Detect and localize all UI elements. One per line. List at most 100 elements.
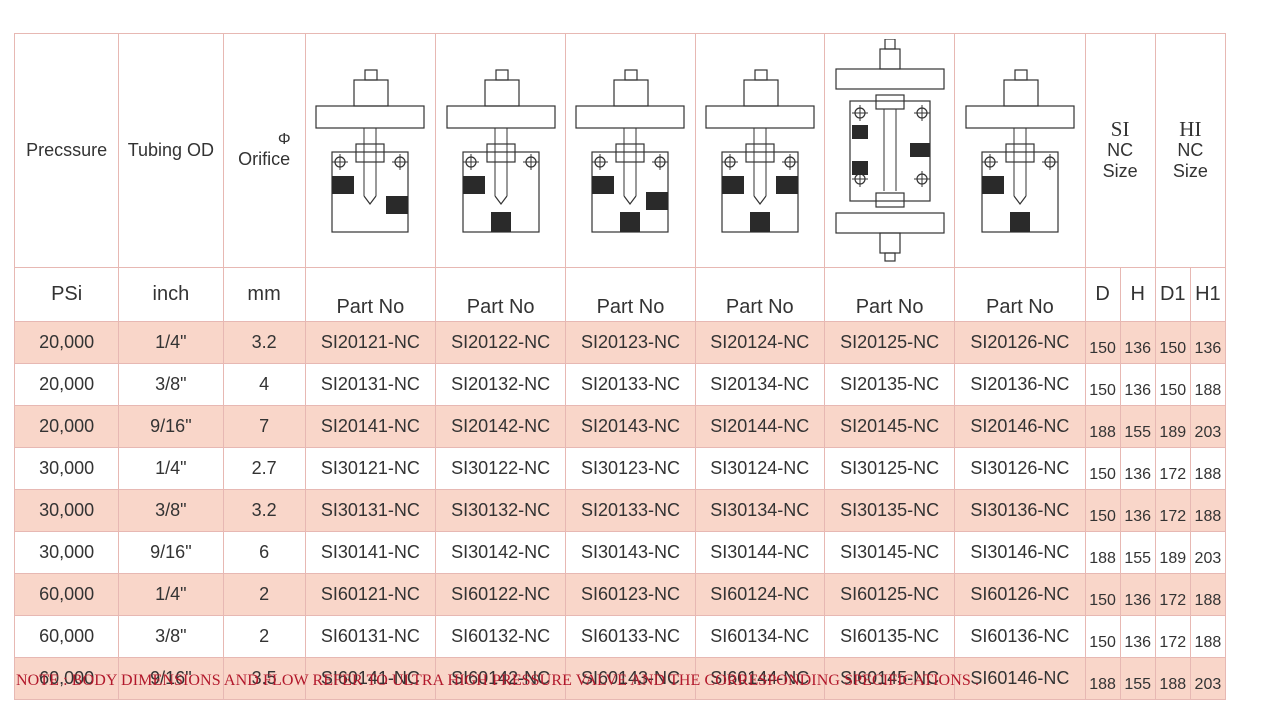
- dim-d-cell: 188: [1084, 405, 1121, 448]
- tubing-od-cell: 1/4": [118, 447, 224, 490]
- footnote: NOTE : BODY DIMENSIONS AND FLOW REFER TO…: [16, 672, 980, 689]
- dim-h1-cell: 188: [1189, 363, 1227, 406]
- dim-d1-header: D1: [1154, 267, 1191, 322]
- orifice-cell: 3.2: [222, 321, 306, 364]
- orifice-cell: 2: [222, 615, 306, 658]
- part-no-cell: SI20125-NC: [823, 321, 956, 364]
- dim-d1-cell: 172: [1154, 447, 1191, 490]
- pressure-cell: 20,000: [13, 321, 120, 364]
- orifice-cell: 7: [222, 405, 306, 448]
- valve-type-1-icon: [306, 66, 434, 236]
- valve-diagram-cell: [954, 33, 1086, 268]
- pressure-cell: 30,000: [13, 447, 120, 490]
- dim-d-cell: 150: [1084, 447, 1121, 490]
- part-no-header: Part No: [565, 267, 696, 322]
- dim-h-cell: 136: [1119, 489, 1156, 532]
- part-no-cell: SI60126-NC: [954, 573, 1086, 616]
- dim-d-cell: 188: [1084, 657, 1121, 700]
- dim-d1-cell: 172: [1154, 489, 1191, 532]
- part-no-cell: SI30141-NC: [304, 531, 437, 574]
- part-no-cell: SI20123-NC: [565, 321, 696, 364]
- header-orifice: Φ Orifice: [222, 33, 306, 268]
- valve-type-5-icon: [825, 38, 953, 263]
- part-no-cell: SI60144-NC: [694, 657, 825, 700]
- tubing-od-cell: 3/8": [118, 363, 224, 406]
- pressure-cell: 20,000: [13, 363, 120, 406]
- dim-d-cell: 150: [1084, 573, 1121, 616]
- dim-d-cell: 150: [1084, 363, 1121, 406]
- dim-h-cell: 136: [1119, 615, 1156, 658]
- part-no-cell: SI30134-NC: [694, 489, 825, 532]
- part-no-cell: SI20135-NC: [823, 363, 956, 406]
- part-no-cell: SI30142-NC: [434, 531, 567, 574]
- part-no-header: Part No: [694, 267, 825, 322]
- dim-h-cell: 136: [1119, 573, 1156, 616]
- dim-h-header: H: [1119, 267, 1156, 322]
- part-no-cell: SI60121-NC: [304, 573, 437, 616]
- dim-d1-cell: 172: [1154, 573, 1191, 616]
- part-no-cell: SI20134-NC: [694, 363, 825, 406]
- unit-psi: PSi: [13, 267, 120, 322]
- orifice-cell: 3.5: [222, 657, 306, 700]
- dim-h-cell: 155: [1119, 405, 1156, 448]
- dim-h1-cell: 188: [1189, 447, 1227, 490]
- valve-diagram-cell: [694, 33, 825, 268]
- part-no-cell: SI30124-NC: [694, 447, 825, 490]
- part-no-cell: SI60146-NC: [954, 657, 1086, 700]
- dim-d1-cell: 188: [1154, 657, 1191, 700]
- part-no-cell: SI30131-NC: [304, 489, 437, 532]
- valve-diagram-cell: [823, 33, 956, 268]
- pressure-cell: 60,000: [13, 615, 120, 658]
- header-tubing-od: Tubing OD: [118, 33, 224, 268]
- dim-h1-cell: 188: [1189, 573, 1227, 616]
- header-pressure: Precssure: [13, 33, 120, 268]
- dim-d1-cell: 150: [1154, 363, 1191, 406]
- part-no-cell: SI30144-NC: [694, 531, 825, 574]
- part-no-cell: SI60134-NC: [694, 615, 825, 658]
- part-no-cell: SI20146-NC: [954, 405, 1086, 448]
- part-no-cell: SI30132-NC: [434, 489, 567, 532]
- part-no-cell: SI20136-NC: [954, 363, 1086, 406]
- unit-mm: mm: [222, 267, 306, 322]
- dim-d-cell: 150: [1084, 615, 1121, 658]
- dim-d1-cell: 172: [1154, 615, 1191, 658]
- valve-diagram-cell: [565, 33, 696, 268]
- orifice-cell: 2.7: [222, 447, 306, 490]
- dim-h1-cell: 188: [1189, 615, 1227, 658]
- part-no-cell: SI20132-NC: [434, 363, 567, 406]
- part-no-cell: SI60133-NC: [565, 615, 696, 658]
- part-no-cell: SI30135-NC: [823, 489, 956, 532]
- phi-symbol: Φ: [277, 131, 291, 148]
- unit-inch: inch: [118, 267, 224, 322]
- dim-h1-cell: 203: [1189, 531, 1227, 574]
- part-no-cell: SI20133-NC: [565, 489, 696, 532]
- valve-type-3-icon: [567, 66, 694, 236]
- tubing-od-cell: 9/16": [118, 405, 224, 448]
- orifice-cell: 6: [222, 531, 306, 574]
- part-no-cell: SI30136-NC: [954, 489, 1086, 532]
- tubing-od-cell: 9/16": [118, 657, 224, 700]
- part-no-cell: SI60123-NC: [565, 573, 696, 616]
- dim-h-cell: 136: [1119, 321, 1156, 364]
- tubing-od-cell: 3/8": [118, 489, 224, 532]
- pressure-cell: 60,000: [13, 573, 120, 616]
- part-no-cell: SI60122-NC: [434, 573, 567, 616]
- part-no-header: Part No: [304, 267, 437, 322]
- units-row: PSi inch mm Part No Part No Part No Part…: [13, 267, 1227, 322]
- pressure-cell: 30,000: [13, 531, 120, 574]
- part-no-header: Part No: [954, 267, 1086, 322]
- part-no-cell: SI30143-NC: [565, 531, 696, 574]
- part-no-cell: SI20141-NC: [304, 405, 437, 448]
- part-no-cell: SI60136-NC: [954, 615, 1086, 658]
- part-no-cell: SI20126-NC: [954, 321, 1086, 364]
- valve-diagram-cell: [304, 33, 437, 268]
- pressure-cell: 20,000: [13, 405, 120, 448]
- part-no-header: Part No: [434, 267, 567, 322]
